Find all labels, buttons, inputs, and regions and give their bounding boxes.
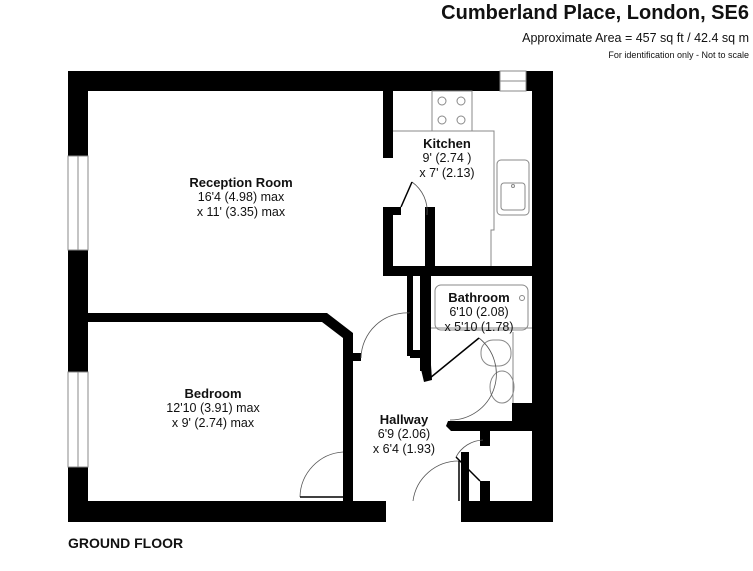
room-label-kitchen: Kitchen 9' (2.74 ) x 7' (2.13) (419, 136, 474, 181)
room-dimension: x 5'10 (1.78) (444, 320, 514, 334)
kitchen-fixtures (393, 90, 530, 266)
room-name: Hallway (379, 412, 429, 427)
room-label-reception: Reception Room 16'4 (4.98) max x 11' (3.… (189, 175, 292, 220)
bathroom-fixtures (431, 284, 532, 404)
room-dimension: 16'4 (4.98) max (197, 190, 285, 204)
windows (67, 70, 527, 468)
room-label-bathroom: Bathroom 6'10 (2.08) x 5'10 (1.78) (444, 290, 513, 335)
room-dimension: x 9' (2.74) max (171, 416, 255, 430)
room-name: Bedroom (184, 386, 242, 401)
approximate-area: Approximate Area = 457 sq ft / 42.4 sq m (522, 31, 749, 45)
room-name: Kitchen (423, 136, 471, 151)
room-dimension: 6'10 (2.08) (449, 305, 509, 319)
room-dimension: x 7' (2.13) (419, 166, 475, 180)
room-dimension: x 11' (3.35) max (196, 205, 286, 219)
room-name: Bathroom (448, 290, 510, 305)
room-dimension: x 6'4 (1.93) (372, 442, 436, 456)
disclaimer-note: For identification only - Not to scale (608, 50, 749, 60)
floor-label: GROUND FLOOR (68, 535, 184, 551)
room-name: Reception Room (189, 175, 293, 190)
room-label-hallway: Hallway 6'9 (2.06) x 6'4 (1.93) (373, 412, 435, 457)
room-dimension: 12'10 (3.91) max (166, 401, 260, 415)
doors (299, 181, 497, 502)
room-dimension: 9' (2.74 ) (422, 151, 472, 165)
room-dimension: 6'9 (2.06) (377, 427, 431, 441)
property-title: Cumberland Place, London, SE6 (441, 2, 749, 24)
room-label-bedroom: Bedroom 12'10 (3.91) max x 9' (2.74) max (166, 386, 259, 431)
walls (68, 71, 553, 522)
